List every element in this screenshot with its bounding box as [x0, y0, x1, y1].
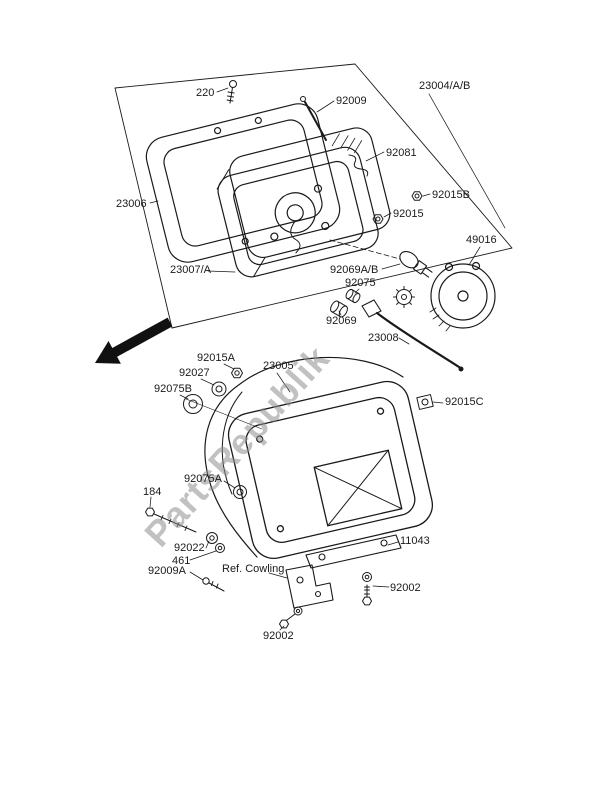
bolt-92002-right-drawing	[362, 572, 372, 606]
part-label-92015a: 92015A	[197, 352, 235, 364]
nut-92015b-drawing	[411, 191, 423, 201]
part-label-92002-right: 92002	[390, 582, 421, 594]
part-label-23005: 23005	[263, 360, 294, 372]
screw-92009-drawing	[300, 96, 327, 141]
part-label-220: 220	[196, 87, 215, 99]
bolt-92002-bottom-drawing	[279, 606, 303, 629]
part-label-23008: 23008	[368, 332, 399, 344]
part-label-23007a: 23007/A	[170, 264, 211, 276]
bulb-drawing	[399, 251, 433, 278]
part-label-92069ab: 92069A/B	[330, 264, 379, 276]
axis-dashed-line	[329, 239, 401, 260]
part-label-49016: 49016	[466, 234, 497, 246]
washer-92022-drawing	[206, 532, 218, 544]
stay-11043-drawing	[305, 534, 402, 569]
damper-92075b-drawing	[183, 394, 203, 414]
spring-92081-drawing	[348, 154, 369, 177]
screw-92009a-drawing	[202, 577, 225, 592]
part-label-92009: 92009	[336, 95, 367, 107]
part-label-92075b: 92075B	[154, 383, 192, 395]
direction-arrow	[95, 317, 173, 364]
part-label-92081: 92081	[386, 147, 417, 159]
cowling-bracket-drawing	[285, 564, 334, 609]
part-label-92015: 92015	[393, 208, 424, 220]
part-label-184: 184	[143, 486, 162, 498]
nut-92015a-drawing	[231, 367, 243, 379]
part-label-92069: 92069	[326, 315, 357, 327]
part-label-92002-bottom: 92002	[263, 630, 294, 642]
part-label-92075: 92075	[345, 277, 376, 289]
part-label-92009a: 92009A	[148, 565, 186, 577]
bolt-184-drawing	[145, 507, 197, 533]
part-label-92075a: 92075A	[184, 473, 222, 485]
collar-92069-drawing	[330, 300, 348, 318]
clip-nut-92015c-drawing	[416, 394, 434, 410]
part-label-461: 461	[172, 555, 191, 567]
cable-23008-drawing	[361, 299, 464, 372]
part-label-92015c: 92015C	[445, 396, 484, 408]
socket-cap-drawing	[429, 261, 496, 332]
headlight-rim-drawing	[145, 103, 341, 263]
housing-drawing	[204, 356, 434, 560]
washer-461-drawing	[215, 543, 225, 553]
bushing-92075-drawing	[345, 288, 361, 304]
fastener-axis-line	[185, 398, 263, 430]
adjuster-gear-drawing	[393, 286, 415, 308]
lens-unit-drawing	[216, 127, 391, 278]
part-label-92015b: 92015B	[432, 189, 470, 201]
exploded-view-plane	[114, 63, 513, 329]
part-label-23004ab: 23004/A/B	[419, 80, 471, 92]
nut-92015-drawing	[372, 214, 384, 224]
part-label-92022: 92022	[174, 542, 205, 554]
part-label-11043: 11043	[400, 535, 430, 547]
ref-cowling-label: Ref. Cowling	[222, 563, 285, 575]
part-label-92027: 92027	[179, 367, 210, 379]
part-label-23006: 23006	[116, 198, 147, 210]
leader-lines	[149, 87, 506, 631]
collar-92027-drawing	[211, 381, 227, 397]
grommet-92075a-drawing	[233, 485, 247, 499]
screw-220-drawing	[226, 80, 237, 104]
